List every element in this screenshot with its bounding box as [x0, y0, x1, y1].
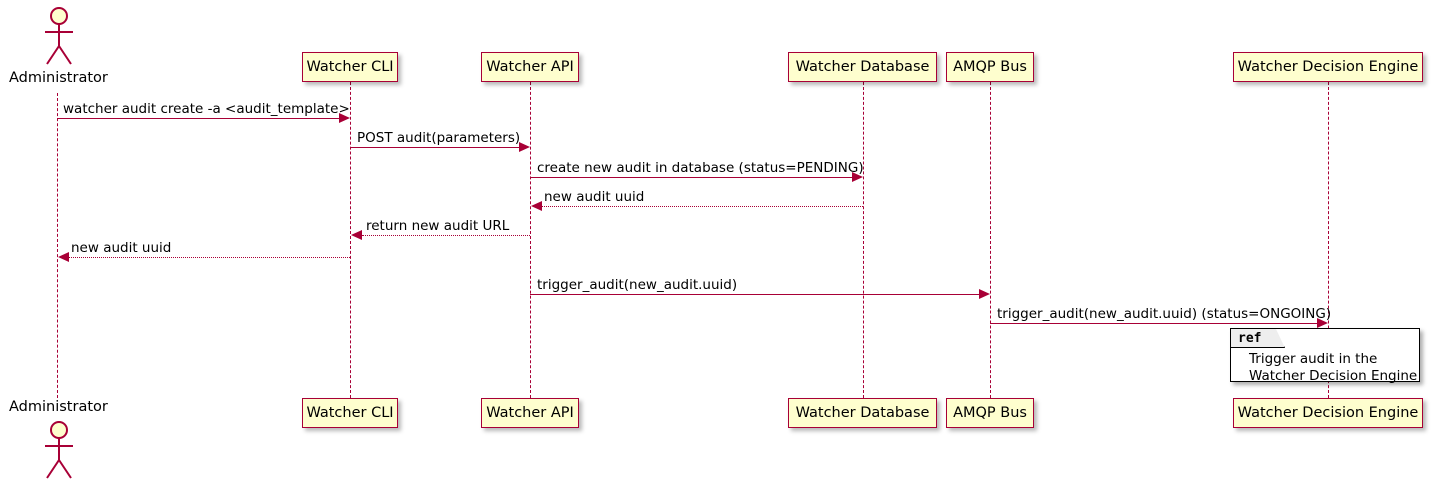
lifeline-amqp-bus — [990, 82, 991, 398]
lifeline-watcher-cli — [350, 82, 351, 398]
participant-watcher-database-top[interactable]: Watcher Database — [788, 52, 937, 82]
participant-watcher-api-top[interactable]: Watcher API — [481, 52, 579, 82]
ref-body-line-2: Watcher Decision Engine — [1249, 368, 1418, 384]
message-label-6: new audit uuid — [71, 240, 172, 256]
participant-label: Watcher CLI — [306, 405, 394, 421]
actor-stick-figure-icon — [45, 421, 73, 479]
participant-label: Watcher API — [486, 59, 574, 75]
lifeline-watcher-api — [530, 82, 531, 398]
participant-amqp-bus-bottom[interactable]: AMQP Bus — [946, 398, 1034, 428]
message-line-1 — [57, 118, 345, 119]
message-arrowhead-3 — [852, 172, 863, 182]
message-arrowhead-2 — [519, 142, 530, 152]
participant-watcher-decision-engine-bottom[interactable]: Watcher Decision Engine — [1233, 398, 1423, 428]
ref-fragment-keyword-tab: ref — [1231, 329, 1285, 348]
ref-keyword-label: ref — [1238, 330, 1262, 346]
message-label-5: return new audit URL — [366, 218, 510, 234]
message-label-8: trigger_audit(new_audit.uuid) (status=ON… — [997, 306, 1332, 322]
actor-label-administrator-bottom: Administrator — [9, 399, 108, 415]
participant-label: Watcher Decision Engine — [1237, 405, 1419, 421]
message-arrowhead-5 — [351, 230, 362, 240]
participant-label: AMQP Bus — [953, 405, 1027, 421]
participant-label: Watcher API — [486, 405, 574, 421]
message-label-7: trigger_audit(new_audit.uuid) — [537, 277, 738, 293]
message-line-8 — [990, 323, 1317, 324]
lifeline-administrator — [57, 93, 58, 398]
participant-label: AMQP Bus — [953, 59, 1027, 75]
message-line-6 — [69, 257, 350, 258]
message-arrowhead-6 — [58, 252, 69, 262]
participant-watcher-api-bottom[interactable]: Watcher API — [481, 398, 579, 428]
message-line-7 — [530, 294, 979, 295]
actor-administrator-top[interactable] — [33, 4, 81, 68]
participant-label: Watcher Database — [795, 405, 930, 421]
message-label-1: watcher audit create -a <audit_template> — [63, 101, 350, 117]
message-label-4: new audit uuid — [544, 189, 645, 205]
ref-fragment-body: Trigger audit in the Watcher Decision En… — [1231, 349, 1419, 385]
actor-stick-figure-icon — [45, 7, 73, 65]
message-label-2: POST audit(parameters) — [357, 130, 521, 146]
participant-watcher-cli-bottom[interactable]: Watcher CLI — [302, 398, 398, 428]
ref-body-line-1: Trigger audit in the — [1249, 351, 1378, 367]
actor-label-administrator-top: Administrator — [9, 70, 108, 86]
message-line-5 — [362, 235, 530, 236]
participant-label: Watcher CLI — [306, 59, 394, 75]
participant-label: Watcher Database — [795, 59, 930, 75]
participant-watcher-database-bottom[interactable]: Watcher Database — [788, 398, 937, 428]
message-arrowhead-7 — [979, 289, 990, 299]
message-line-4 — [542, 206, 863, 207]
message-line-2 — [350, 147, 519, 148]
participant-amqp-bus-top[interactable]: AMQP Bus — [946, 52, 1034, 82]
message-arrowhead-1 — [339, 113, 350, 123]
message-arrowhead-8 — [1317, 318, 1328, 328]
message-line-3 — [530, 177, 852, 178]
ref-fragment: ref Trigger audit in the Watcher Decisio… — [1230, 328, 1420, 385]
participant-label: Watcher Decision Engine — [1237, 59, 1419, 75]
participant-watcher-cli-top[interactable]: Watcher CLI — [302, 52, 398, 82]
participant-watcher-decision-engine-top[interactable]: Watcher Decision Engine — [1233, 52, 1423, 82]
lifeline-watcher-decision-engine — [1328, 82, 1329, 398]
actor-administrator-bottom[interactable] — [33, 418, 81, 482]
message-arrowhead-4 — [531, 201, 542, 211]
message-label-3: create new audit in database (status=PEN… — [537, 160, 864, 176]
lifeline-watcher-database — [863, 82, 864, 398]
